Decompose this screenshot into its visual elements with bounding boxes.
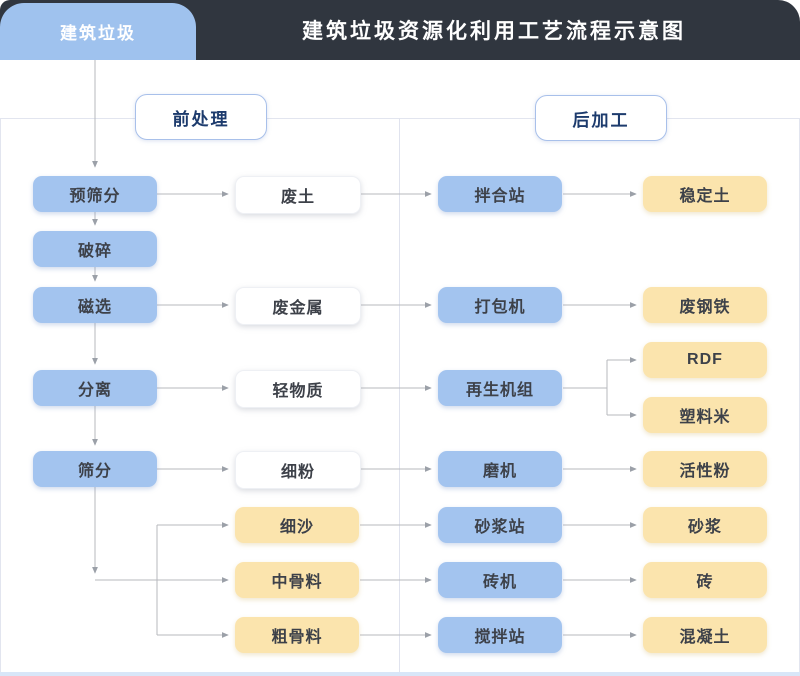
node-active-powder: 活性粉	[643, 451, 767, 487]
node-waste-metal: 废金属	[235, 287, 361, 325]
node-baler: 打包机	[438, 287, 562, 323]
node-fine-sand: 细沙	[235, 507, 359, 543]
node-brick: 砖	[643, 562, 767, 598]
node-plastic-pellets: 塑料米	[643, 397, 767, 433]
node-concrete-mixing-plant: 搅拌站	[438, 617, 562, 653]
section-label-post-processing: 后加工	[535, 95, 667, 141]
node-screening: 筛分	[33, 451, 157, 487]
node-concrete: 混凝土	[643, 617, 767, 653]
node-brick-machine: 砖机	[438, 562, 562, 598]
node-light-material: 轻物质	[235, 370, 361, 408]
node-pre-screening: 预筛分	[33, 176, 157, 212]
section-divider	[399, 118, 400, 672]
node-mixing-plant: 拌合站	[438, 176, 562, 212]
node-scrap-steel: 废钢铁	[643, 287, 767, 323]
page-title: 建筑垃圾资源化利用工艺流程示意图	[302, 20, 686, 43]
node-waste-soil: 废土	[235, 176, 361, 214]
node-mortar: 砂浆	[643, 507, 767, 543]
node-rdf: RDF	[643, 342, 767, 378]
node-separation: 分离	[33, 370, 157, 406]
node-fine-powder: 细粉	[235, 451, 361, 489]
bottom-accent-strip	[0, 672, 800, 676]
node-regeneration-unit: 再生机组	[438, 370, 562, 406]
node-magnetic-separation: 磁选	[33, 287, 157, 323]
node-mortar-plant: 砂浆站	[438, 507, 562, 543]
source-tab-construction-waste: 建筑垃圾	[0, 3, 196, 60]
node-coarse-aggregate: 粗骨料	[235, 617, 359, 653]
node-crushing: 破碎	[33, 231, 157, 267]
node-stabilized-soil: 稳定土	[643, 176, 767, 212]
node-mill: 磨机	[438, 451, 562, 487]
node-medium-aggregate: 中骨料	[235, 562, 359, 598]
section-label-pre-processing: 前处理	[135, 94, 267, 140]
